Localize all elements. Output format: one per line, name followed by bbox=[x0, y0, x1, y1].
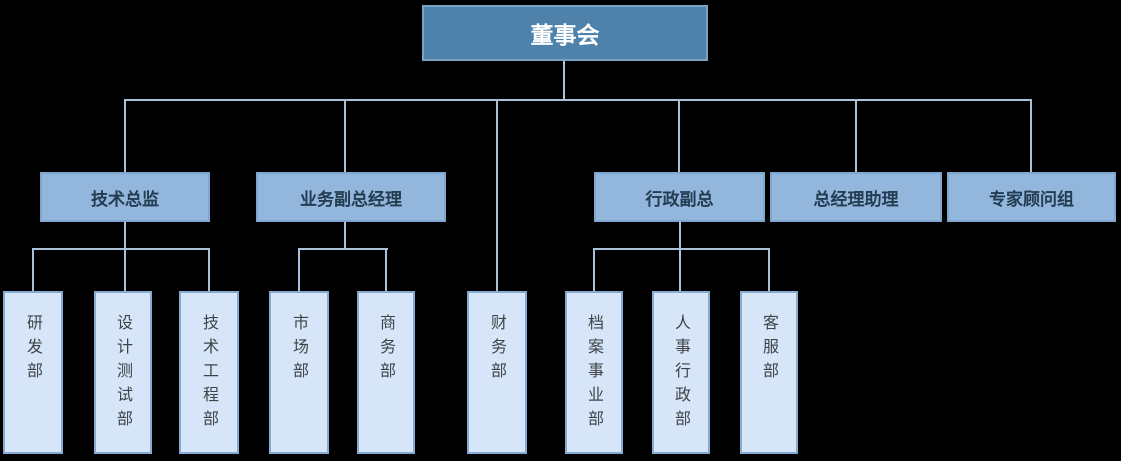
org-node-design-test-dept[interactable]: 设计测试部 bbox=[94, 291, 152, 454]
org-node-marketing-dept-label: 市场部 bbox=[290, 314, 309, 386]
org-node-customer-service-dept[interactable]: 客服部 bbox=[740, 291, 798, 454]
connector-drop-marketing bbox=[298, 250, 300, 291]
connector-biz-stem bbox=[344, 222, 346, 250]
org-node-hr-admin-dept-label: 人事行政部 bbox=[672, 314, 691, 434]
org-node-biz-deputy-gm-label: 业务副总经理 bbox=[300, 189, 402, 210]
org-node-expert-advisors-label: 专家顾问组 bbox=[989, 189, 1074, 210]
org-node-design-test-dept-label: 设计测试部 bbox=[114, 314, 133, 434]
connector-drop-tech bbox=[124, 101, 126, 172]
org-node-rnd-dept[interactable]: 研发部 bbox=[3, 291, 63, 454]
connector-drop-cs bbox=[768, 250, 770, 291]
org-node-board[interactable]: 董事会 bbox=[422, 5, 708, 61]
org-node-board-label: 董事会 bbox=[530, 23, 600, 49]
org-node-admin-deputy[interactable]: 行政副总 bbox=[594, 172, 765, 222]
connector-main-bus bbox=[124, 99, 1032, 101]
org-node-finance-dept-label: 财务部 bbox=[488, 314, 507, 386]
connector-drop-expert bbox=[1030, 101, 1032, 172]
org-node-hr-admin-dept[interactable]: 人事行政部 bbox=[652, 291, 710, 454]
org-node-admin-deputy-label: 行政副总 bbox=[645, 189, 714, 210]
org-node-biz-deputy-gm[interactable]: 业务副总经理 bbox=[256, 172, 446, 222]
connector-drop-rnd bbox=[32, 250, 34, 291]
connector-root-drop bbox=[563, 61, 565, 100]
connector-admin-subbus bbox=[593, 248, 770, 250]
org-node-tech-eng-dept-label: 技术工程部 bbox=[200, 314, 219, 434]
connector-drop-admin bbox=[678, 101, 680, 172]
connector-drop-techeng bbox=[208, 250, 210, 291]
org-node-archives-dept[interactable]: 档案事业部 bbox=[565, 291, 623, 454]
connector-drop-gmassist bbox=[855, 101, 857, 172]
org-node-tech-director-label: 技术总监 bbox=[91, 189, 159, 210]
org-node-commerce-dept-label: 商务部 bbox=[377, 314, 396, 386]
connector-drop-commerce bbox=[385, 250, 387, 291]
org-node-gm-assistant-label: 总经理助理 bbox=[813, 189, 899, 210]
connector-admin-stem bbox=[679, 222, 681, 291]
org-node-commerce-dept[interactable]: 商务部 bbox=[357, 291, 415, 454]
connector-tech-subbus bbox=[32, 248, 210, 250]
org-node-customer-service-dept-label: 客服部 bbox=[760, 314, 779, 386]
connector-drop-archives bbox=[593, 250, 595, 291]
org-node-archives-dept-label: 档案事业部 bbox=[585, 314, 604, 434]
org-node-tech-director[interactable]: 技术总监 bbox=[40, 172, 210, 222]
org-node-finance-dept[interactable]: 财务部 bbox=[467, 291, 527, 454]
connector-drop-finance bbox=[496, 101, 498, 291]
org-node-rnd-dept-label: 研发部 bbox=[24, 314, 43, 386]
org-node-gm-assistant[interactable]: 总经理助理 bbox=[770, 172, 942, 222]
connector-tech-stem bbox=[124, 222, 126, 291]
org-node-expert-advisors[interactable]: 专家顾问组 bbox=[947, 172, 1116, 222]
org-node-tech-eng-dept[interactable]: 技术工程部 bbox=[179, 291, 239, 454]
connector-drop-biz bbox=[344, 101, 346, 172]
org-node-marketing-dept[interactable]: 市场部 bbox=[269, 291, 329, 454]
connector-biz-subbus bbox=[298, 248, 388, 250]
